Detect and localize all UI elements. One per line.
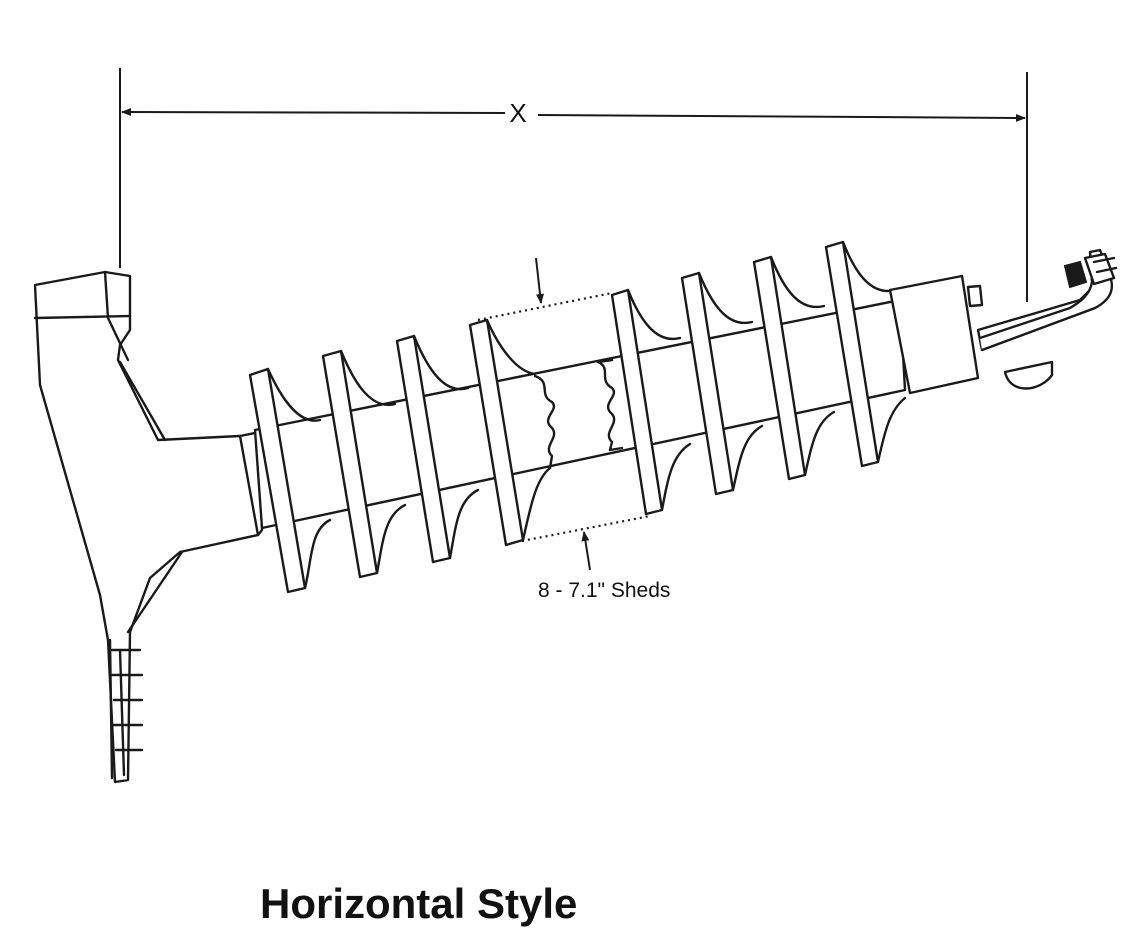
shed-spacing-callout: 8 - 7.1" Sheds <box>477 257 670 602</box>
shed-6 <box>680 271 764 496</box>
shed-3 <box>395 334 480 564</box>
shed-callout-label: 8 - 7.1" Sheds <box>538 579 670 602</box>
figure-caption: Horizontal Style <box>260 880 578 927</box>
mounting-bracket <box>33 270 264 784</box>
shed-2 <box>321 349 407 579</box>
shed-5 <box>610 288 692 516</box>
shed-group <box>248 240 907 594</box>
dimension-arrow-right <box>537 113 1026 122</box>
dotted-line-top <box>477 291 613 322</box>
callout-arrow-bottom <box>581 531 591 571</box>
dotted-line-bottom <box>521 514 651 543</box>
shed-7 <box>752 255 836 481</box>
end-fitting <box>888 248 1118 395</box>
dimension-label: X <box>509 98 526 128</box>
callout-arrow-top <box>535 257 544 304</box>
dimension-arrow-left <box>121 108 506 117</box>
dimension-x: X <box>119 68 1028 302</box>
break-marks <box>533 358 624 470</box>
shed-1 <box>248 367 332 594</box>
